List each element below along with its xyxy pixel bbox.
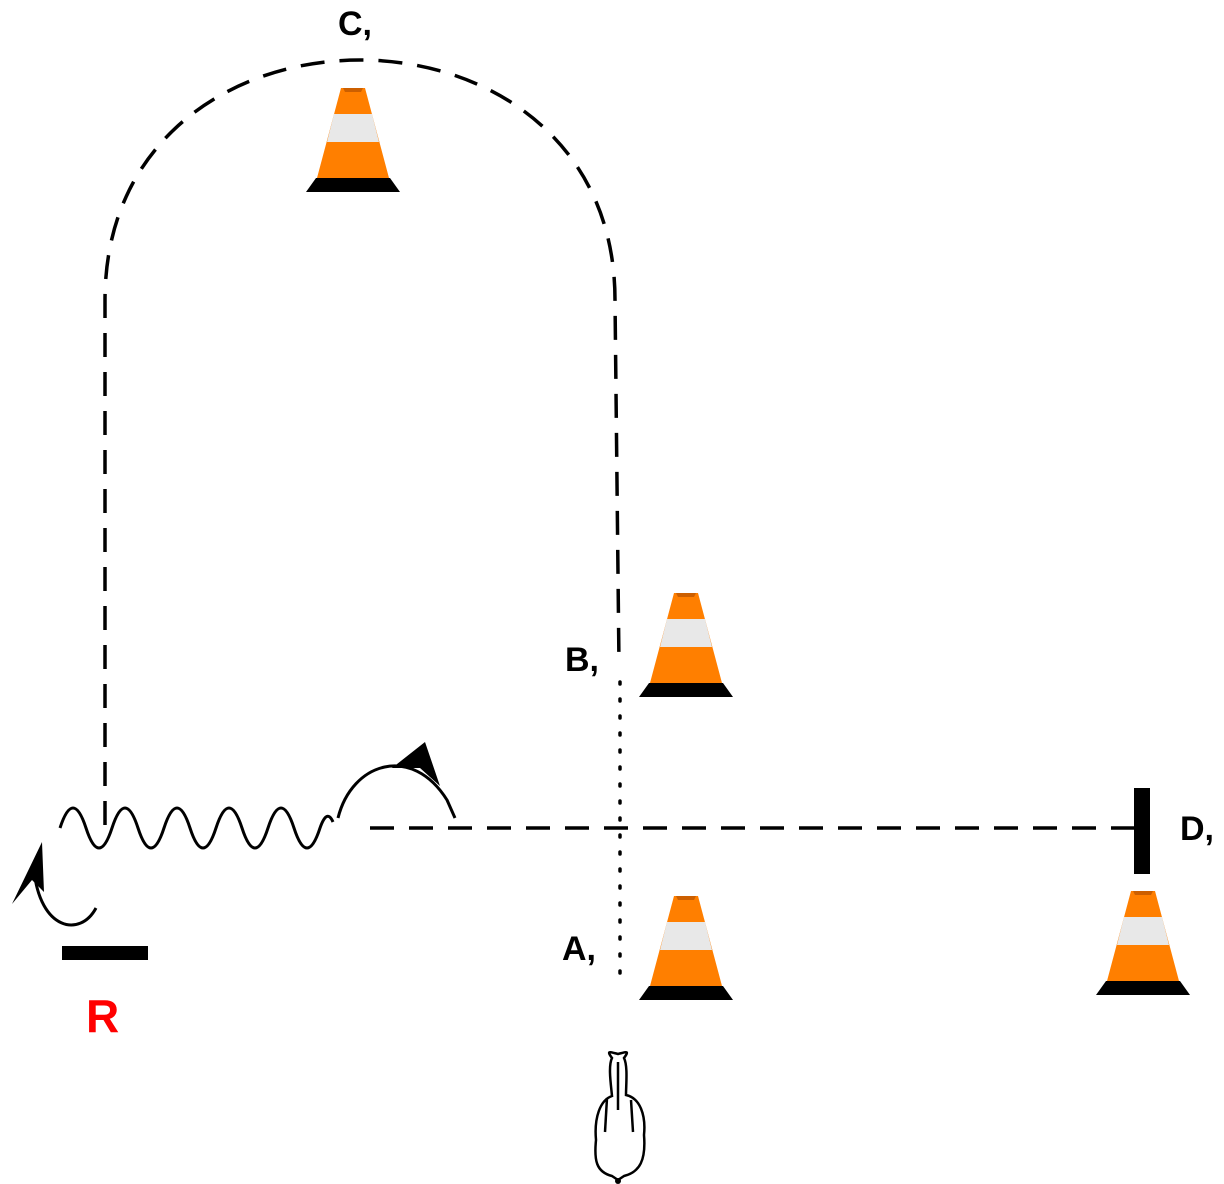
label-c: C, — [338, 5, 372, 43]
turn-arrow-right-head — [392, 742, 440, 786]
traffic-cone-icon — [1096, 891, 1190, 995]
wavy-path — [58, 806, 335, 850]
label-b: B, — [565, 641, 599, 679]
label-r: R — [86, 990, 119, 1042]
turn-arrow-left-head — [12, 842, 44, 904]
turn-arrow-right — [336, 764, 457, 819]
r-marker-bar — [62, 946, 148, 960]
traffic-cone-icon — [306, 88, 400, 192]
label-a: A, — [562, 930, 596, 968]
traffic-cone-icon — [639, 896, 733, 1000]
d-marker-bar — [1134, 788, 1150, 874]
traffic-cone-icon — [639, 593, 733, 697]
horse-top-view-icon — [594, 1051, 646, 1184]
loop-path — [103, 58, 621, 825]
turn-arrow-left — [32, 869, 98, 927]
label-d: D, — [1180, 810, 1214, 848]
